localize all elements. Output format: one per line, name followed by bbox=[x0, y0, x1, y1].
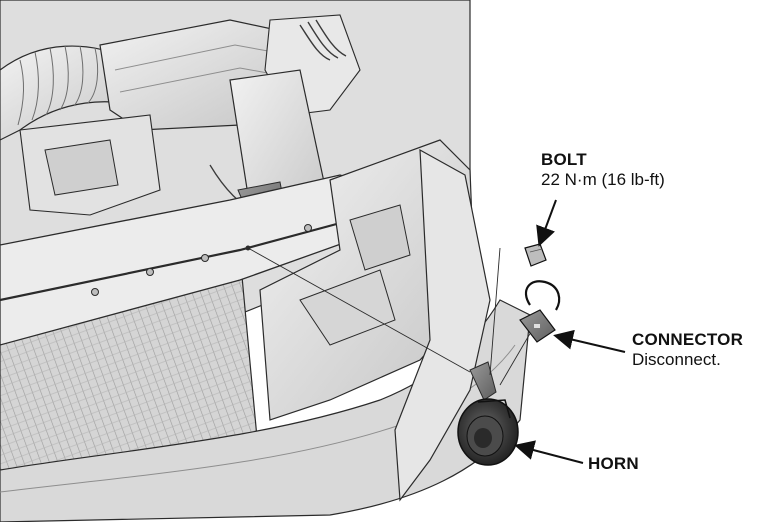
horn-callout: HORN bbox=[588, 454, 639, 474]
horn-label: HORN bbox=[588, 454, 639, 473]
connector-action: Disconnect. bbox=[632, 349, 721, 369]
cable-end bbox=[245, 245, 251, 251]
horn-arrow bbox=[514, 440, 584, 464]
headlight-housing bbox=[394, 148, 491, 502]
connector-label: CONNECTOR bbox=[632, 330, 744, 349]
bolt-arrow bbox=[536, 199, 557, 247]
horn bbox=[457, 398, 519, 466]
connector-arrow bbox=[553, 329, 626, 353]
guide-lines bbox=[247, 247, 536, 386]
callout-arrows bbox=[514, 199, 626, 464]
bolt-label: BOLT bbox=[541, 150, 587, 169]
bolt-callout: BOLT 22 N·m (16 lb-ft) bbox=[541, 150, 665, 189]
bolt-torque-spec: 22 N·m (16 lb-ft) bbox=[541, 169, 665, 189]
bolt-part bbox=[524, 243, 547, 267]
horn-bracket bbox=[469, 361, 497, 401]
connector-callout: CONNECTOR Disconnect. bbox=[632, 330, 743, 369]
